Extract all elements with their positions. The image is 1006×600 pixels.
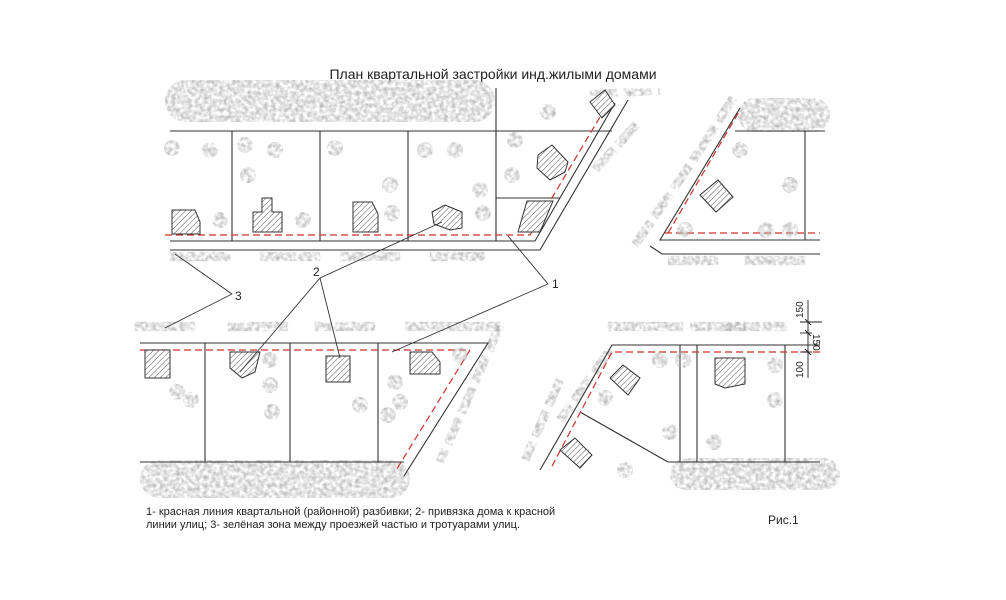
green-strip (314, 321, 376, 332)
tree (183, 392, 199, 408)
green-strip (339, 251, 401, 262)
diagram-title: План квартальной застройки инд.жилыми до… (0, 66, 1006, 82)
tree (295, 212, 311, 228)
callout-1: 1 (552, 277, 559, 291)
tree (417, 142, 433, 158)
tree (212, 212, 228, 228)
legend-line-2: линии улиц; 3- зелёная зона между проезж… (146, 519, 520, 531)
trees (164, 104, 798, 478)
tree (382, 177, 398, 193)
house (409, 351, 441, 375)
green-strip (667, 255, 719, 266)
tree (706, 434, 722, 450)
dimension-top: 150 (795, 301, 806, 318)
green-strip (726, 321, 788, 332)
legend: 1- красная линия квартальной (районной) … (146, 506, 646, 532)
hedge (738, 98, 830, 132)
tree (262, 352, 278, 368)
callout-2: 2 (313, 265, 320, 279)
tree (782, 177, 798, 193)
tree (164, 140, 180, 156)
green-strip (227, 321, 289, 332)
tree (675, 352, 691, 368)
lot-boundaries (140, 88, 825, 477)
house (252, 197, 283, 233)
houses (144, 89, 746, 469)
green-strip (404, 321, 501, 332)
green-strip (259, 251, 321, 262)
tree (504, 167, 520, 183)
hedge (670, 458, 840, 490)
tree (384, 205, 400, 221)
house (229, 351, 261, 379)
tree (472, 182, 488, 198)
tree (447, 142, 463, 158)
tree (475, 205, 491, 221)
callout-3: 3 (235, 289, 242, 303)
figure-label: Рис.1 (768, 513, 799, 527)
green-strip (556, 347, 614, 423)
hedge (140, 460, 410, 498)
dimension-lines (800, 300, 822, 378)
tree (352, 397, 368, 413)
red-lines (140, 99, 820, 473)
tree (387, 374, 403, 390)
house (144, 349, 171, 379)
green-strip (429, 251, 486, 262)
tree (237, 137, 253, 153)
tree (782, 222, 798, 238)
house (609, 364, 641, 396)
house (517, 200, 554, 233)
green-strip (520, 378, 565, 462)
tree (617, 462, 633, 478)
green-strip (696, 92, 739, 153)
tree (677, 222, 693, 238)
green-strip (591, 116, 644, 174)
house (559, 437, 593, 469)
green-zones (140, 80, 840, 498)
sidewalk-green-strips (134, 85, 806, 464)
tree (380, 407, 396, 423)
hedge (165, 80, 495, 122)
tree (267, 142, 283, 158)
house (431, 204, 463, 231)
dimension-bottom: 100 (795, 361, 806, 378)
tree (327, 140, 343, 156)
house (352, 201, 379, 233)
legend-line-1: 1- красная линия квартальной (районной) … (146, 506, 556, 518)
house (536, 144, 569, 181)
title-text: План квартальной застройки инд.жилыми до… (329, 66, 657, 82)
house (171, 209, 201, 235)
green-strip (607, 321, 684, 332)
callout-leaders (164, 221, 549, 373)
green-strip (169, 251, 231, 262)
house (699, 179, 734, 213)
tree (240, 167, 256, 183)
house (589, 89, 616, 119)
green-strip (134, 321, 196, 332)
tree (264, 404, 280, 420)
tree (262, 377, 278, 393)
house (714, 357, 746, 389)
tree (662, 424, 678, 440)
tree (169, 384, 185, 400)
tree (540, 104, 556, 120)
tree (452, 347, 468, 363)
green-strip (631, 147, 704, 248)
dimension-middle: 150 (810, 334, 821, 351)
tree (507, 132, 523, 148)
tree (767, 357, 783, 373)
tree (732, 142, 748, 158)
tree (597, 390, 613, 406)
house (325, 355, 351, 383)
tree (652, 352, 668, 368)
tree (392, 394, 408, 410)
tree (767, 392, 783, 408)
green-strip (744, 255, 806, 266)
tree (202, 142, 218, 158)
tree (758, 222, 774, 238)
green-strip (435, 323, 505, 464)
